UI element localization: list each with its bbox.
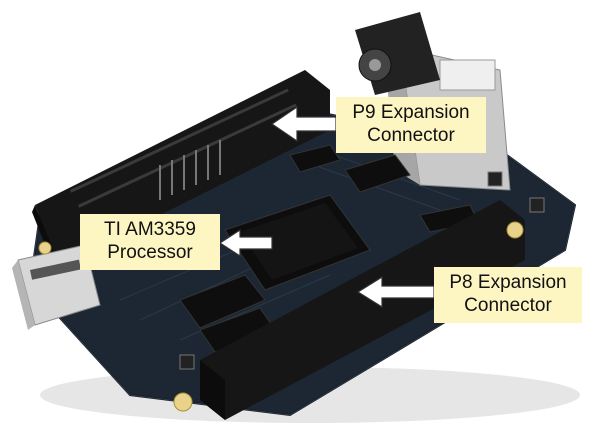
callout-line: TI AM3359 [104, 219, 196, 240]
callout-line: P8 Expansion [449, 272, 567, 293]
processor-callout: TI AM3359 Processor [80, 214, 220, 270]
callout-line: Processor [107, 242, 193, 263]
p8-connector-callout: P8 Expansion Connector [434, 267, 582, 323]
pin-strip [159, 140, 221, 200]
callout-line: Connector [464, 295, 552, 316]
callout-line: P9 Expansion [352, 102, 470, 123]
p9-connector-callout: P9 Expansion Connector [336, 97, 486, 153]
left-arrow-icon [218, 228, 273, 258]
usb-port [12, 244, 101, 330]
p8-header [200, 200, 525, 420]
board-buttons [179, 171, 545, 370]
p9-header-holes [69, 88, 297, 208]
power-jack [355, 12, 440, 95]
callout-line: Connector [367, 125, 455, 146]
processor-chip [224, 194, 371, 291]
mounting-holes [38, 221, 524, 412]
